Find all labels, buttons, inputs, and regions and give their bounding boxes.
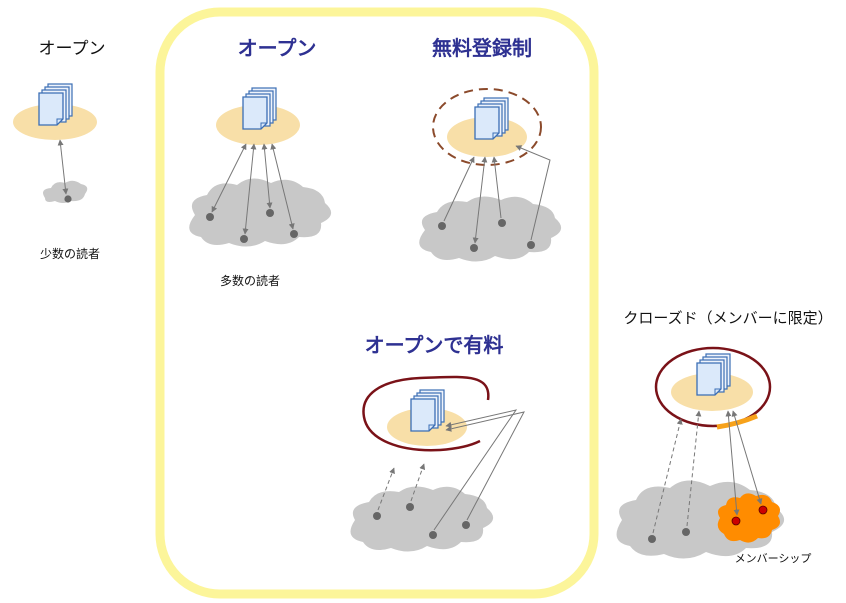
reg-reader-dot-2 xyxy=(470,244,478,252)
reg-access-arrow-2 xyxy=(472,156,488,244)
left-access-arrow xyxy=(57,139,69,195)
reg-reader-dot-4 xyxy=(527,241,535,249)
mid-title: オープン xyxy=(238,36,317,60)
closed-ring xyxy=(654,346,772,428)
mid-access-arrow-3 xyxy=(261,143,273,209)
paid-access-arrow-2 xyxy=(445,411,525,521)
open-paid-group: オープンで有料 xyxy=(350,333,525,552)
closed-blocked-arrow-2 xyxy=(686,410,702,527)
closed-blocked-arrow-1 xyxy=(652,418,683,534)
paid-reader-cloud xyxy=(350,486,494,552)
left-caption: 少数の読者 xyxy=(40,246,100,261)
mid-reader-dot-4 xyxy=(290,230,298,238)
reg-dashed-ring xyxy=(432,88,542,166)
reg-reader-cloud xyxy=(419,196,562,262)
left-title: オープン xyxy=(39,39,106,59)
left-document-icon xyxy=(38,83,73,126)
paid-access-arrow-1 xyxy=(433,409,518,531)
open-many-readers-group: オープン 多数の読者 xyxy=(189,36,332,288)
closed-title: クローズド（メンバーに限定） xyxy=(623,309,832,327)
reg-access-arrow-4 xyxy=(515,145,551,241)
closed-members-group: クローズド（メンバーに限定） メンバーシップ xyxy=(616,309,833,565)
reg-reader-dot-1 xyxy=(438,222,446,230)
mid-access-arrow-1 xyxy=(211,143,247,213)
mid-access-arrow-2 xyxy=(242,143,257,235)
open-few-readers-group: オープン 少数の読者 xyxy=(13,39,105,261)
mid-reader-dot-3 xyxy=(266,209,274,217)
reg-access-arrow-1 xyxy=(443,156,475,222)
paid-reader-dot-4 xyxy=(462,521,470,529)
member-dot-1 xyxy=(731,516,741,526)
mid-reader-dot-1 xyxy=(206,213,214,221)
paid-reader-dot-3 xyxy=(429,531,437,539)
reg-reader-dot-3 xyxy=(498,219,506,227)
mid-document-icon xyxy=(242,87,277,130)
reg-document-icon xyxy=(474,97,509,140)
paid-ring xyxy=(362,375,490,452)
paid-document-icon xyxy=(410,389,445,432)
mid-caption: 多数の読者 xyxy=(220,273,280,288)
mid-reader-dot-2 xyxy=(240,235,248,243)
reg-access-arrow-3 xyxy=(491,156,502,219)
paid-reader-dot-2 xyxy=(406,503,414,511)
mid-access-arrow-4 xyxy=(270,143,295,230)
closed-document-icon xyxy=(696,353,731,396)
left-reader-dot xyxy=(64,195,72,203)
member-access-arrow-2 xyxy=(731,410,763,505)
closed-caption: メンバーシップ xyxy=(735,552,812,565)
member-dot-2 xyxy=(758,505,768,515)
paid-blocked-arrow-1 xyxy=(377,467,395,511)
free-registration-group: 無料登録制 xyxy=(419,36,562,262)
reg-title: 無料登録制 xyxy=(432,36,532,60)
paid-title: オープンで有料 xyxy=(365,333,504,357)
closed-reader-dot-2 xyxy=(682,528,690,536)
closed-reader-dot-1 xyxy=(648,535,656,543)
paid-reader-dot-1 xyxy=(373,512,381,520)
